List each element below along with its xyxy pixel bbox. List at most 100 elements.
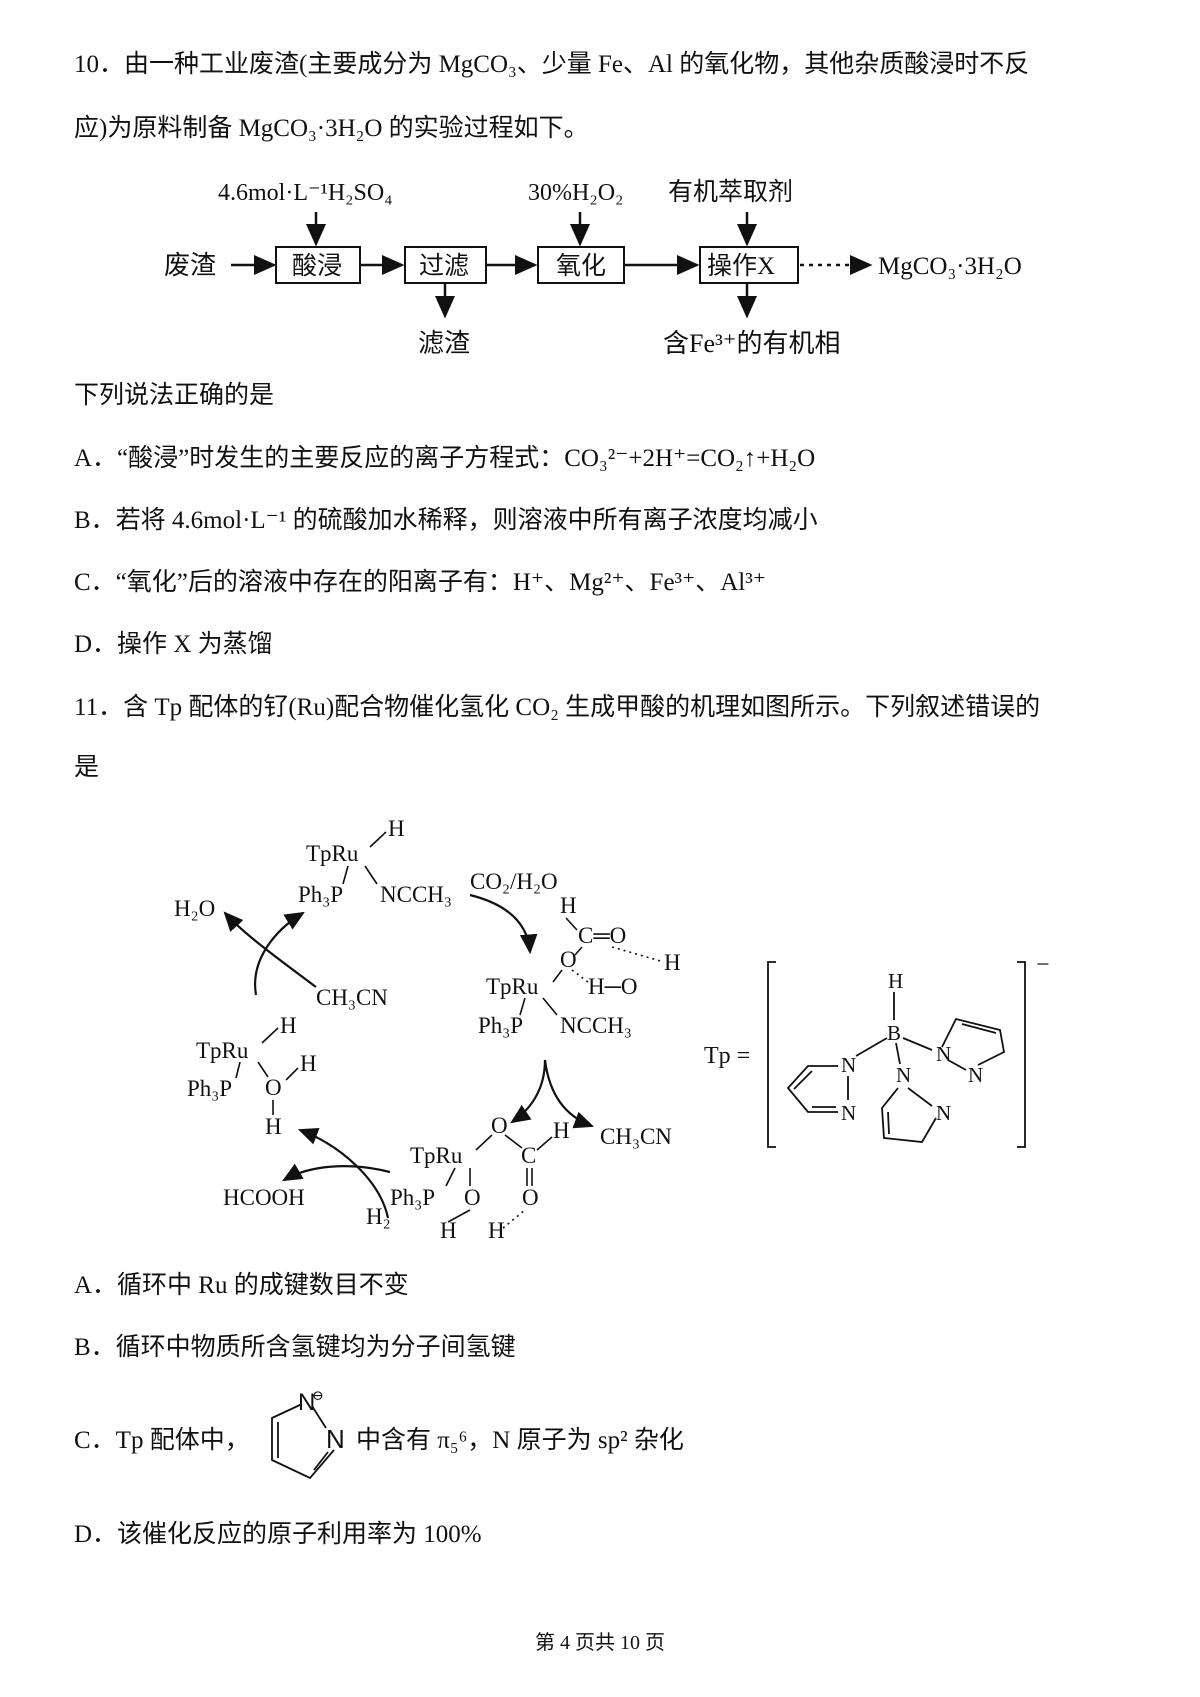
q10-option-b: B．若将 4.6mol·L⁻¹ 的硫酸加水稀释，则溶液中所有离子浓度均减小 [74, 507, 818, 534]
bond [536, 1136, 553, 1151]
label-ph3p: Ph₃P [187, 1076, 232, 1101]
bond [947, 1059, 967, 1071]
label-tpru: TpRu [410, 1143, 463, 1168]
bond [542, 997, 558, 1016]
label-h2: H₂ [366, 1204, 391, 1229]
bond [565, 917, 578, 931]
bond [364, 865, 378, 885]
label-tpru: TpRu [196, 1038, 249, 1063]
flow-reagent-h2o2: 30%H₂O₂ [528, 180, 623, 206]
pyrazole-ring [941, 1017, 1006, 1066]
bond [574, 946, 583, 956]
label-ch3cn: CH₃CN [600, 1124, 672, 1149]
flow-product: MgCO₃·3H₂O [878, 253, 1022, 280]
q10-stem-line2: 应)为原料制备 MgCO₃·3H₂O 的实验过程如下。 [74, 115, 589, 142]
tp-label-h: H [888, 969, 903, 993]
flow-box-operation-x [699, 246, 799, 284]
bond [447, 1209, 471, 1223]
q10-option-a: A．“酸浸”时发生的主要反应的离子方程式：CO₃²⁻+2H⁺=CO₂↑+H₂O [74, 445, 816, 472]
right-bracket [1017, 961, 1026, 1148]
label-hcooh: HCOOH [223, 1185, 305, 1210]
bond [257, 1061, 269, 1078]
flow-start: 废渣 [164, 251, 216, 280]
bond [895, 1042, 901, 1065]
flow-reagent-extractant: 有机萃取剂 [668, 178, 793, 206]
tp-label-n: N [841, 1053, 856, 1077]
cycle-arrow [297, 1127, 390, 1219]
label-o: O [265, 1075, 282, 1100]
tp-label-n: N [841, 1101, 856, 1125]
q10-option-c: C．“氧化”后的溶液中存在的阳离子有：H⁺、Mg²⁺、Fe³⁺、Al³⁺ [74, 569, 766, 596]
cycle-arrow [223, 911, 317, 988]
flow-box-acid-leach [275, 246, 361, 284]
pyrazole-ring [786, 1065, 838, 1113]
ring-n: N [326, 1424, 345, 1454]
q11-stem-line1: 11．含 Tp 配体的钌(Ru)配合物催化氢化 CO₂ 生成甲酸的机理如图所示。… [74, 694, 1041, 721]
label-ph3p: Ph₃P [298, 882, 343, 907]
flow-byproduct-residue: 滤渣 [418, 329, 470, 358]
flow-byproduct-organic: 含Fe³⁺的有机相 [663, 329, 841, 358]
tp-label-n: N [968, 1063, 983, 1087]
q11-option-d: D．该催化反应的原子利用率为 100% [74, 1521, 482, 1548]
q10-option-d: D．操作 X 为蒸馏 [74, 631, 273, 658]
tp-label-n: N [936, 1101, 951, 1125]
q11-option-a: A．循环中 Ru 的成键数目不变 [74, 1272, 409, 1299]
bond [285, 1067, 299, 1081]
label-h: H [280, 1013, 297, 1038]
option-c-prefix: C．Tp 配体中， [74, 1427, 250, 1454]
flow-step-acid-leach: 酸浸 [292, 252, 342, 280]
q10-prompt: 下列说法正确的是 [74, 382, 275, 409]
label-o: O [560, 947, 577, 972]
tp-equals-label: Tp = [704, 1043, 750, 1069]
flow-step-filter: 过滤 [419, 252, 469, 280]
flow-reagent-h2so4: 4.6mol·L⁻¹H₂SO₄ [218, 180, 393, 206]
label-h: H [300, 1051, 317, 1076]
label-ph3p: Ph₃P [478, 1013, 523, 1038]
cycle-arrow [543, 1059, 595, 1129]
tp-charge: − [1036, 952, 1050, 978]
q10-stem-line1: 10．由一种工业废渣(主要成分为 MgCO₃、少量 Fe、Al 的氧化物，其他杂… [74, 51, 1030, 78]
label-tpru: TpRu [486, 974, 539, 999]
label-h: H [664, 950, 681, 975]
q11-option-b: B．循环中物质所含氢键均为分子间氢键 [74, 1334, 516, 1361]
tp-label-n: N [896, 1063, 911, 1087]
hydrogen-bond [611, 946, 665, 963]
label-h2o: H₂O [174, 896, 215, 921]
flow-box-oxidize [537, 246, 625, 284]
label-ch3cn: CH₃CN [316, 985, 388, 1010]
tp-label-n: N [936, 1042, 951, 1066]
label-o: O [522, 1185, 539, 1210]
tp-label-b: B [887, 1021, 901, 1045]
label-co2-h2o: CO₂/H₂O [470, 869, 558, 894]
pyrazole-ring [881, 1087, 937, 1143]
bond [502, 1209, 526, 1229]
label-h: H [553, 1118, 570, 1143]
ring-charge: ⊖ [312, 1390, 324, 1404]
bond [902, 1037, 933, 1051]
flowchart: 4.6mol·L⁻¹H₂SO₄ 30%H₂O₂ 有机萃取剂 废渣 酸浸 过滤 氧… [164, 178, 1022, 358]
q11-option-c: C．Tp 配体中， N ⊖ N 中含有 π₅⁶，N 原子为 sp² 杂化 [74, 1390, 874, 1490]
bond [342, 865, 349, 885]
label-h: H [388, 816, 405, 841]
label-h: H [560, 893, 577, 918]
page-footer: 第 4 页共 10 页 [535, 1632, 665, 1654]
label-h: H [440, 1218, 457, 1243]
flow-box-filter [404, 246, 487, 284]
flow-step-oxidize: 氧化 [556, 252, 606, 280]
mechanism-diagram: H TpRu Ph₃P NCCH₃ CO₂/H₂O H₂O CH₃CN H C═… [174, 816, 1050, 1243]
q11-stem-line2: 是 [74, 754, 100, 781]
left-bracket [767, 961, 776, 1148]
label-tpru: TpRu [306, 841, 359, 866]
bond [552, 969, 563, 983]
cycle-arrow [282, 1163, 391, 1182]
ring-n-anion: N [298, 1390, 315, 1416]
label-h-o: H─O [588, 974, 638, 999]
label-ncch3: NCCH₃ [560, 1013, 632, 1038]
label-h: H [488, 1218, 505, 1243]
label-h: H [265, 1114, 282, 1139]
label-c-o: C═O [578, 923, 626, 948]
bond [235, 1061, 241, 1079]
label-o: O [491, 1113, 508, 1138]
label-o: O [464, 1185, 481, 1210]
label-ncch3: NCCH₃ [380, 882, 452, 907]
